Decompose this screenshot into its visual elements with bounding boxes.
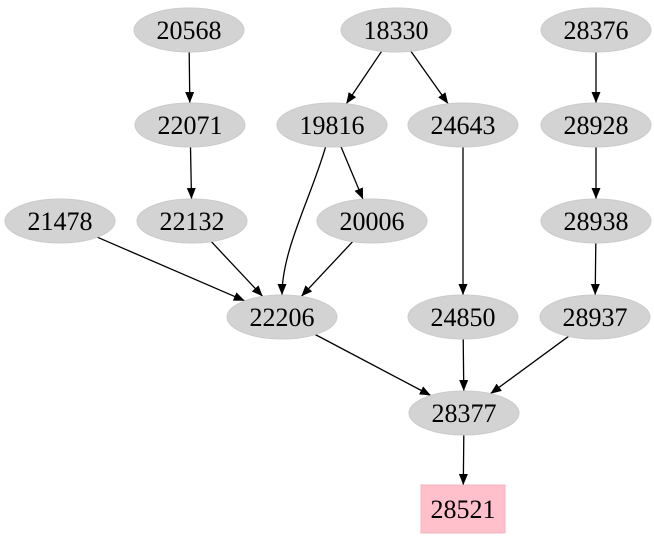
node-28937: 28937 — [539, 294, 651, 340]
node-28521: 28521 — [420, 484, 506, 534]
node-label: 28377 — [432, 399, 497, 428]
node-22206: 22206 — [226, 294, 338, 340]
node-28377: 28377 — [408, 390, 520, 436]
edge-22206-28377 — [314, 333, 432, 397]
node-shape-ellipse — [407, 294, 519, 340]
node-label: 21478 — [28, 207, 93, 236]
node-28928: 28928 — [540, 102, 652, 148]
edge-18330-19816 — [345, 50, 383, 105]
node-label: 22132 — [160, 207, 225, 236]
node-shape-ellipse — [136, 198, 248, 244]
edge-21478-22206 — [97, 236, 245, 302]
node-shape-ellipse — [540, 198, 652, 244]
node-shape-ellipse — [276, 102, 388, 148]
node-label: 28937 — [563, 303, 628, 332]
node-shape-ellipse — [539, 294, 651, 340]
node-21478: 21478 — [4, 198, 116, 244]
node-28938: 28938 — [540, 198, 652, 244]
node-label: 28928 — [564, 111, 629, 140]
node-label: 19816 — [300, 111, 365, 140]
node-shape-ellipse — [407, 102, 519, 148]
node-shape-ellipse — [540, 102, 652, 148]
edge-28937-28377 — [490, 335, 569, 395]
edge-28377-28521 — [458, 434, 468, 486]
node-22132: 22132 — [136, 198, 248, 244]
node-shape-ellipse — [134, 102, 246, 148]
node-24850: 24850 — [407, 294, 519, 340]
edge-28938-28937 — [590, 242, 600, 296]
node-28376: 28376 — [540, 7, 652, 53]
node-label: 28938 — [564, 207, 629, 236]
node-shape-ellipse — [340, 7, 452, 53]
edge-18330-24643 — [410, 50, 449, 105]
node-19816: 19816 — [276, 102, 388, 148]
node-18330: 18330 — [340, 7, 452, 53]
node-label: 20568 — [157, 16, 222, 45]
edge-19816-20006 — [340, 146, 364, 200]
edge-19816-22206 — [277, 146, 327, 296]
edge-22071-22132 — [186, 146, 196, 200]
edge-20006-22206 — [300, 241, 354, 297]
node-shape-ellipse — [226, 294, 338, 340]
node-label: 18330 — [364, 16, 429, 45]
node-label: 24643 — [431, 111, 496, 140]
node-shape-ellipse — [540, 7, 652, 53]
node-label: 22206 — [250, 303, 315, 332]
node-shape-ellipse — [316, 198, 428, 244]
node-20568: 20568 — [133, 7, 245, 53]
node-20006: 20006 — [316, 198, 428, 244]
node-shape-ellipse — [133, 7, 245, 53]
node-shape-ellipse — [4, 198, 116, 244]
node-shape-rect — [420, 484, 506, 534]
node-label: 20006 — [340, 207, 405, 236]
node-label: 28521 — [431, 495, 496, 524]
node-22071: 22071 — [134, 102, 246, 148]
node-label: 28376 — [564, 16, 629, 45]
edge-22132-22206 — [210, 241, 264, 297]
edge-24850-28377 — [459, 338, 469, 392]
node-label: 24850 — [431, 303, 496, 332]
node-shape-ellipse — [408, 390, 520, 436]
node-24643: 24643 — [407, 102, 519, 148]
edge-20568-22071 — [185, 51, 195, 104]
node-label: 22071 — [158, 111, 223, 140]
